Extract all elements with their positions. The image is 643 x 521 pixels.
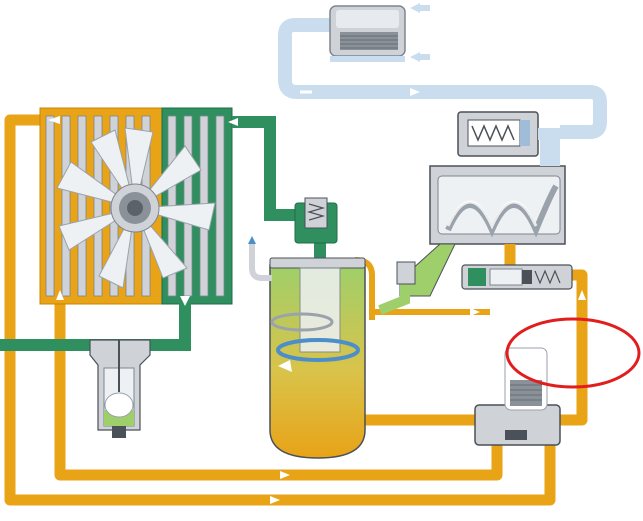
swirl-arrow-icon	[278, 360, 292, 372]
oil-pipe-right	[555, 269, 588, 426]
thermostatic-valve	[461, 264, 573, 290]
minimum-pressure-valve	[294, 197, 338, 244]
check-valve	[396, 261, 416, 285]
arrow-icon	[280, 471, 290, 479]
fan-icon	[56, 127, 216, 289]
arrow-icon	[48, 116, 60, 124]
air-pipe	[278, 18, 607, 139]
air-flow-arrow-icon	[410, 88, 420, 96]
rotor	[445, 184, 559, 238]
coolant-pipe-bottom	[0, 300, 191, 351]
arrow-icon	[180, 296, 190, 306]
oil-filter	[474, 347, 561, 446]
spring-icon	[471, 124, 515, 142]
flow-arrows	[48, 116, 586, 504]
arrow-icon	[578, 290, 586, 300]
highlight-ring	[505, 317, 641, 389]
arrow-icon	[228, 118, 238, 126]
intake-valve	[457, 111, 560, 157]
separator-element	[299, 267, 341, 353]
arrow-icon	[56, 290, 64, 300]
filter-mesh	[340, 32, 398, 50]
spring-icon	[534, 269, 561, 285]
condensate-drain	[89, 339, 151, 438]
discharge-pipe	[378, 261, 416, 315]
oil-pipe-return	[54, 300, 503, 481]
inlet-arrow-icon	[410, 52, 420, 62]
air-intake-line	[278, 18, 607, 139]
arrow-icon	[470, 308, 480, 316]
oil-separator-tank	[269, 257, 366, 459]
vent-pipe	[248, 236, 272, 281]
arrow-icon	[270, 496, 280, 504]
coolant-pipe-top	[232, 116, 300, 221]
air-filter	[329, 3, 430, 62]
rotation-arrow-icon	[276, 338, 360, 362]
screw-compressor	[399, 140, 566, 297]
spring-icon	[306, 203, 326, 221]
inlet-arrow-icon	[410, 3, 420, 13]
